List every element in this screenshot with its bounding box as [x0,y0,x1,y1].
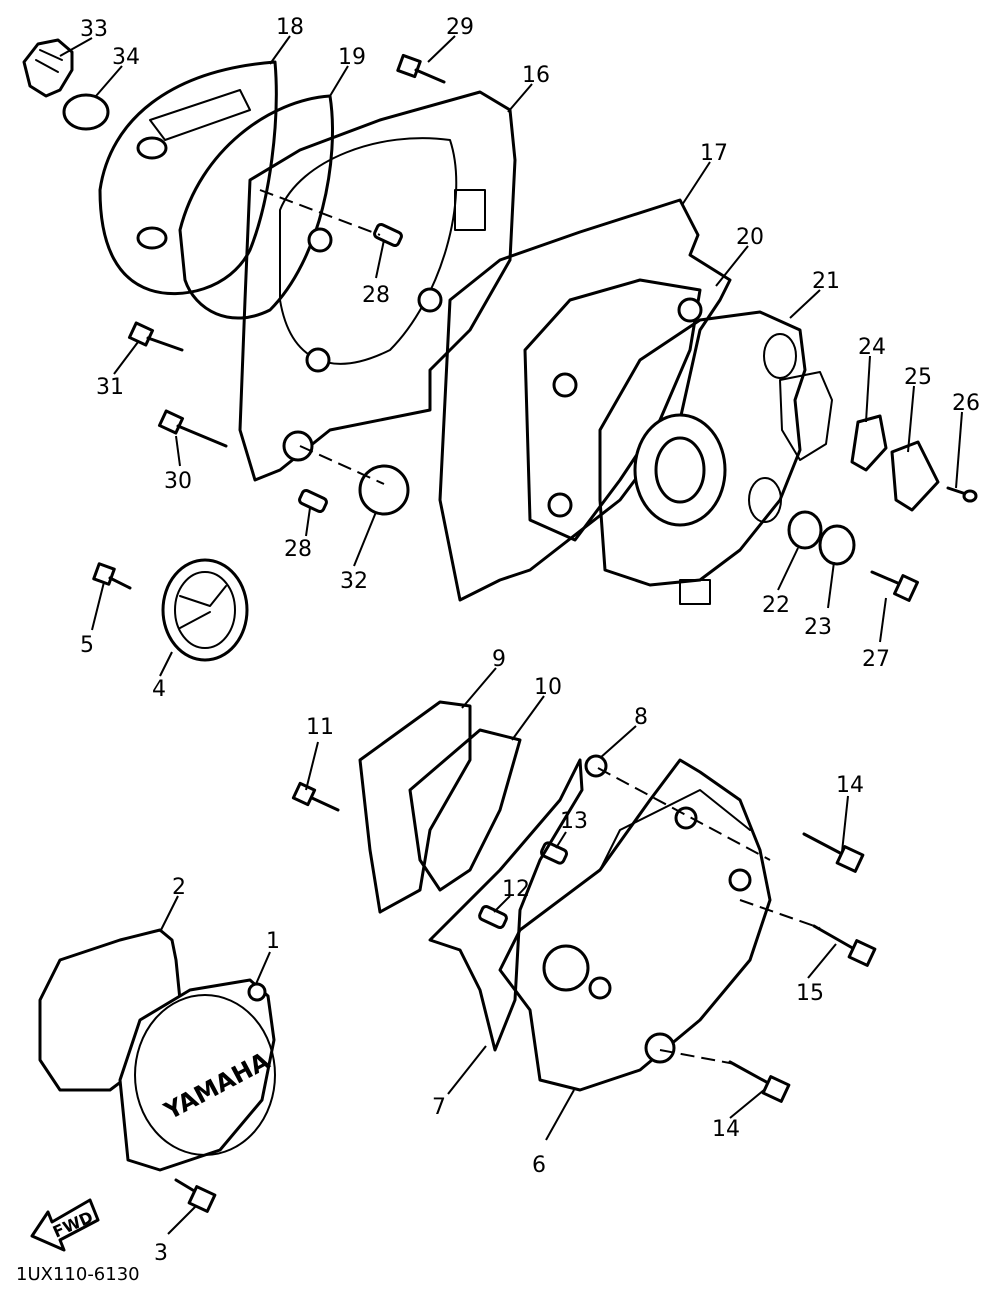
callout-21: 21 [812,269,840,294]
bolt-31 [127,321,184,352]
drawing-code: 1UX110-6130 [16,1264,140,1285]
bolt-14-upper [802,832,865,873]
callout-5: 5 [80,633,94,658]
plate-25 [890,440,940,512]
callout-2: 2 [172,875,186,900]
gasket-7 [428,758,584,1052]
callout-29: 29 [446,15,474,40]
callout-33: 33 [80,17,108,42]
alignment-line [299,445,385,485]
callout-labels: 33 34 18 19 29 16 17 20 21 24 25 26 28 3… [80,15,980,1266]
o-ring [62,93,110,131]
screw-26 [946,486,978,503]
cover-gasket-17 [438,198,732,602]
callout-24: 24 [858,335,886,360]
callout-28-lower: 28 [284,537,312,562]
alignment-line [597,767,771,861]
dowel-pin-upper [373,222,403,248]
callout-25: 25 [904,365,932,390]
fwd-arrow-icon: FWD [30,1198,100,1252]
callout-27: 27 [862,647,890,672]
callout-32: 32 [340,569,368,594]
callout-14-upper: 14 [836,773,864,798]
callout-34: 34 [112,45,140,70]
rotor-4 [161,558,249,662]
bolt-29 [396,53,446,84]
callout-17: 17 [700,141,728,166]
callout-10: 10 [534,675,562,700]
callout-18: 18 [276,15,304,40]
callout-20: 20 [736,225,764,250]
callout-28-upper: 28 [362,283,390,308]
cover-gasket-ring [178,94,334,320]
callout-15: 15 [796,981,824,1006]
callout-19: 19 [338,45,366,70]
plug-cap [358,464,410,516]
bolt-15 [812,924,877,967]
callout-13: 13 [560,809,588,834]
gasket-2 [38,928,182,1092]
callout-14-lower: 14 [712,1117,740,1142]
bolt-3 [174,1178,217,1213]
callout-22: 22 [762,593,790,618]
callout-8: 8 [634,705,648,730]
callout-11: 11 [306,715,334,740]
inner-cover-20 [523,278,703,542]
washer-8 [584,754,608,778]
dowel-pin-lower [298,488,328,514]
callout-23: 23 [804,615,832,640]
callout-4: 4 [152,677,166,702]
oil-filler-cap [22,38,74,98]
bolt-14-lower [728,1060,791,1103]
crankcase-cover-outer [98,60,278,296]
callout-7: 7 [432,1095,446,1120]
bolt-11 [291,781,340,812]
callout-31: 31 [96,375,124,400]
callout-12: 12 [502,877,530,902]
crankcase-cover-6 [498,758,772,1092]
alignment-line [739,899,821,929]
seal-22 [787,510,823,550]
alignment-line [259,189,381,236]
generator-cover-1: YAMAHA [118,978,276,1172]
callout-3: 3 [154,1241,168,1266]
bolt-30 [157,409,228,448]
callout-6: 6 [532,1153,546,1178]
crankcase-housing [238,90,517,482]
stator-cover-21 [598,310,833,605]
gasket-10 [408,728,522,892]
callout-26: 26 [952,391,980,416]
callout-9: 9 [492,647,506,672]
bolt-27 [870,570,919,602]
plug-23 [818,524,856,566]
callout-16: 16 [522,63,550,88]
callout-1: 1 [266,929,280,954]
callout-30: 30 [164,469,192,494]
gasket-9 [358,700,472,914]
bolt-5 [92,562,132,590]
bracket-24 [850,414,888,472]
leader-lines [59,35,963,1235]
dowel-pin-12 [478,904,508,930]
alignment-line [659,1049,736,1065]
